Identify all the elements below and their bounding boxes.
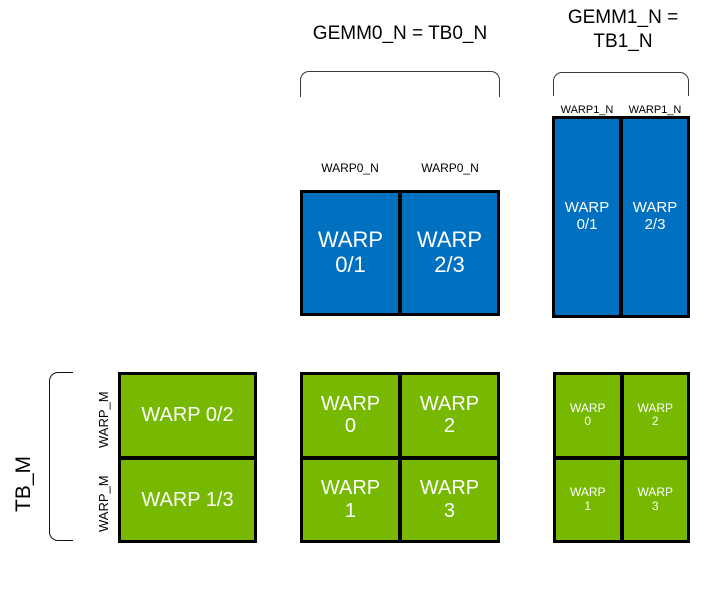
label-warp1-n-right: WARP1_N	[628, 104, 682, 116]
gemm1-blue-cell-1: WARP 2/3	[623, 119, 687, 315]
heading-gemm0: GEMM0_N = TB0_N	[312, 23, 488, 44]
label-tb-m: TB_M	[12, 455, 35, 512]
bracket-tb-m-span	[49, 372, 73, 541]
label-warp-m-bottom: WARP_M	[96, 475, 111, 532]
gemm0-blue-block: WARP 0/1 WARP 2/3	[300, 190, 500, 316]
heading-gemm1: GEMM1_N = TB1_N	[567, 7, 679, 52]
gemm0-blue-cell-1: WARP 2/3	[402, 193, 497, 313]
left-green-divider	[121, 455, 254, 460]
right-green-block: WARP 0 WARP 2 WARP 1 WARP 3	[553, 372, 690, 543]
gemm1-blue-cell-0: WARP 0/1	[555, 119, 619, 315]
left-green-cell-0: WARP 0/2	[121, 375, 254, 456]
left-green-cell-1: WARP 1/3	[121, 459, 254, 540]
middle-green-cell-2: WARP 1	[303, 459, 398, 540]
left-green-block: WARP 0/2 WARP 1/3	[118, 372, 257, 543]
label-warp1-n-left: WARP1_N	[560, 104, 614, 116]
right-green-cell-0: WARP 0	[556, 375, 620, 456]
gemm0-blue-cell-0: WARP 0/1	[303, 193, 398, 313]
middle-green-block: WARP 0 WARP 2 WARP 1 WARP 3	[300, 372, 500, 543]
bracket-gemm0-span	[300, 71, 500, 97]
right-green-cell-2: WARP 1	[556, 459, 620, 540]
label-warp0-n-left: WARP0_N	[321, 161, 379, 175]
right-green-cell-3: WARP 3	[623, 459, 687, 540]
middle-green-cell-3: WARP 3	[402, 459, 497, 540]
middle-green-cell-1: WARP 2	[402, 375, 497, 456]
gemm0-blue-divider	[398, 193, 402, 313]
gemm1-blue-divider	[619, 119, 623, 315]
label-warp-m-top: WARP_M	[96, 391, 111, 448]
right-green-cell-1: WARP 2	[623, 375, 687, 456]
gemm1-blue-block: WARP 0/1 WARP 2/3	[552, 116, 690, 318]
bracket-gemm1-span	[553, 72, 689, 96]
middle-green-cell-0: WARP 0	[303, 375, 398, 456]
label-warp0-n-right: WARP0_N	[421, 161, 479, 175]
